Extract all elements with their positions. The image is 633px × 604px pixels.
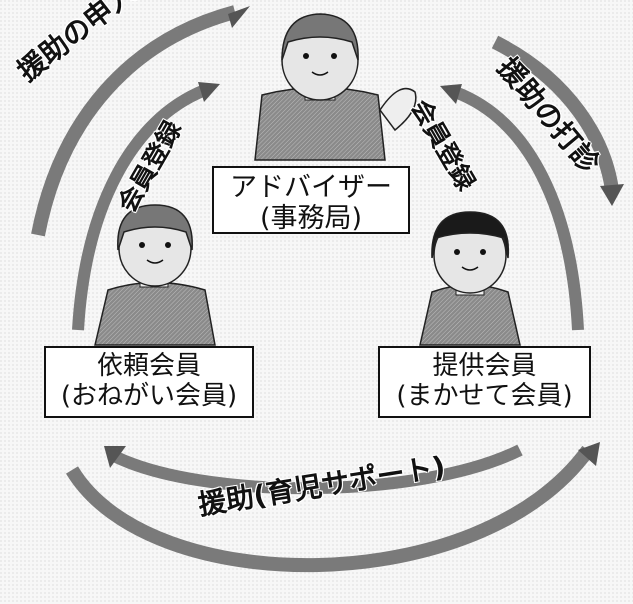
requester-figure (94, 204, 216, 346)
advisor-box: アドバイザー (事務局) (212, 166, 410, 234)
arrow-support-request (31, 5, 237, 237)
provider-title: 提供会員 (432, 351, 537, 381)
requester-subtitle: (おねがい会員) (60, 380, 238, 411)
arrow-register-right (452, 86, 584, 331)
arrow-head-support-arrange (600, 184, 624, 206)
requester-title: 依頼会員 (96, 351, 201, 381)
arrow-support-upper (109, 444, 523, 495)
advisor-subtitle: (事務局) (259, 203, 363, 235)
advisor-title: アドバイザー (230, 172, 392, 203)
arrow-head-support-request (228, 6, 250, 28)
arrow-head-support-lower (578, 442, 600, 466)
arrow-support-lower (66, 445, 594, 572)
provider-box: 提供会員 (まかせて会員) (378, 346, 591, 418)
requester-box: 依頼会員 (おねがい会員) (44, 346, 254, 418)
arrow-head-support-upper (104, 446, 126, 468)
arrow-register-left (72, 84, 208, 331)
advisor-figure (254, 13, 417, 161)
provider-figure (419, 211, 521, 346)
arrow-support-arrange (491, 35, 619, 192)
arrow-head-register-left (198, 82, 220, 102)
arrow-head-register-right (440, 84, 462, 104)
provider-subtitle: (まかせて会員) (396, 380, 573, 411)
